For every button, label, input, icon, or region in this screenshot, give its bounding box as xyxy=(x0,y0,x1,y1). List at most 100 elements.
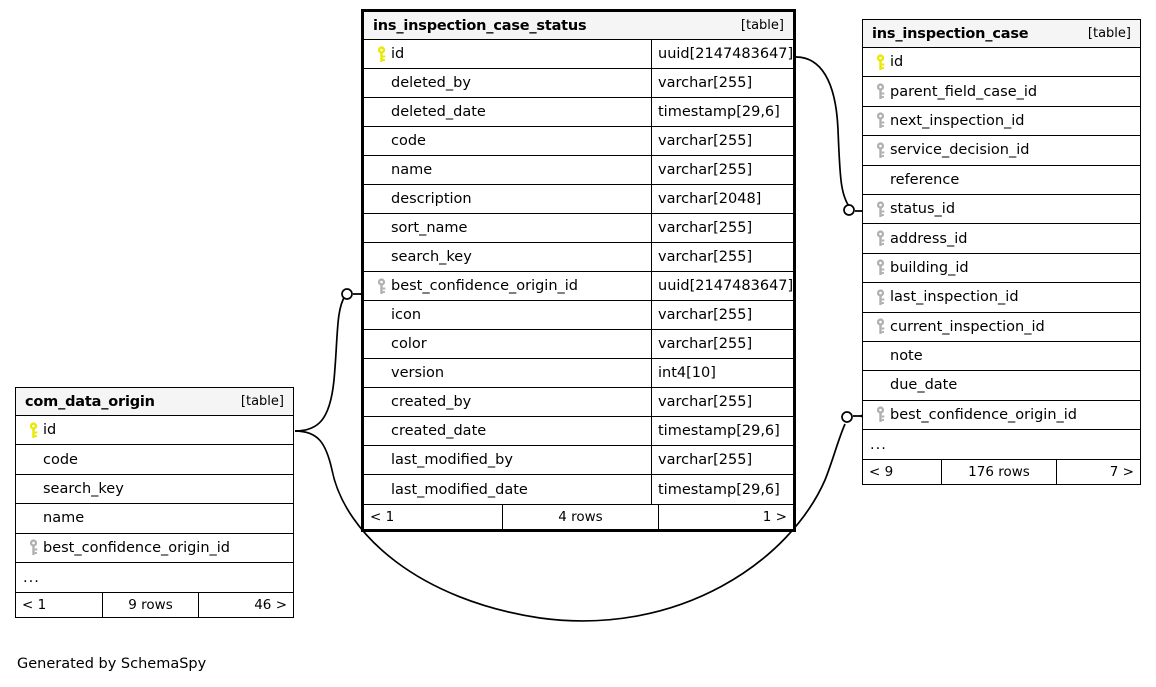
column-name-cell: code xyxy=(16,445,293,473)
table-row[interactable]: note xyxy=(863,342,1140,372)
table-row[interactable]: current_inspection_id xyxy=(863,313,1140,342)
key-slot-empty xyxy=(23,504,43,532)
column-type: varchar[255] xyxy=(658,336,753,352)
column-type: varchar[255] xyxy=(658,220,753,236)
column-name: ... xyxy=(870,436,887,453)
column-name-cell: next_inspection_id xyxy=(863,107,1140,135)
gray-key-icon xyxy=(870,195,890,223)
footer-prev-page-button[interactable]: < 1 xyxy=(364,505,504,529)
relationship-status-origin xyxy=(294,288,371,432)
column-type: varchar[255] xyxy=(658,307,753,323)
column-name: due_date xyxy=(890,377,958,394)
column-name-cell: parent_field_case_id xyxy=(863,77,1140,105)
column-type-cell: varchar[255] xyxy=(651,301,793,329)
table-row[interactable]: last_inspection_id xyxy=(863,283,1140,313)
gray-key-icon xyxy=(870,107,890,135)
column-name: deleted_by xyxy=(391,75,471,91)
gray-key-icon xyxy=(870,77,890,105)
footer-next-page-button[interactable]: 1 > xyxy=(762,509,787,525)
table-row[interactable]: parent_field_case_id xyxy=(863,77,1140,107)
table-row[interactable]: due_date xyxy=(863,371,1140,401)
column-name: best_confidence_origin_id xyxy=(391,278,579,294)
column-type: varchar[255] xyxy=(658,394,753,410)
column-name: status_id xyxy=(890,201,956,218)
key-slot-empty xyxy=(371,330,391,358)
column-type-cell: varchar[255] xyxy=(651,330,793,358)
table-row[interactable]: status_id xyxy=(863,195,1140,225)
table-row[interactable]: last_modified_by varchar[255] xyxy=(364,446,793,475)
table-row[interactable]: sort_name varchar[255] xyxy=(364,214,793,243)
table-row[interactable]: best_confidence_origin_id xyxy=(16,534,293,563)
column-type: varchar[255] xyxy=(658,75,753,91)
key-slot-empty xyxy=(371,475,391,504)
table-title: ins_inspection_case_status xyxy=(373,17,587,34)
column-name-cell: search_key xyxy=(364,243,651,271)
table-row[interactable]: best_confidence_origin_id xyxy=(863,401,1140,431)
footer-prev-page-button[interactable]: < 1 xyxy=(16,593,103,618)
key-slot-empty xyxy=(371,417,391,445)
column-type-cell: varchar[255] xyxy=(651,446,793,474)
table-row[interactable]: name xyxy=(16,504,293,534)
column-name: last_inspection_id xyxy=(890,289,1019,306)
column-name: building_id xyxy=(890,259,969,276)
column-type: uuid[2147483647] xyxy=(658,46,793,62)
column-name-cell: description xyxy=(364,185,651,213)
table-title: com_data_origin xyxy=(25,393,155,410)
table-row-ellipsis[interactable]: ... xyxy=(863,430,1140,459)
column-name-cell: ... xyxy=(863,430,1140,459)
footer-prev-page-button[interactable]: < 9 xyxy=(863,460,942,485)
table-row[interactable]: id xyxy=(863,48,1140,78)
column-name-cell: ... xyxy=(16,563,293,592)
table-row[interactable]: search_key varchar[255] xyxy=(364,243,793,272)
table-row[interactable]: next_inspection_id xyxy=(863,107,1140,137)
footer-row-count: 9 rows xyxy=(103,593,199,618)
footer-row-count: 4 rows xyxy=(503,505,659,529)
column-name: next_inspection_id xyxy=(890,112,1025,129)
column-type-cell: varchar[255] xyxy=(651,69,793,97)
table-row[interactable]: service_decision_id xyxy=(863,136,1140,166)
column-name-cell: code xyxy=(364,127,651,155)
table-header-ins_inspection_case: ins_inspection_case[table] xyxy=(863,20,1140,48)
table-row[interactable]: deleted_by varchar[255] xyxy=(364,69,793,98)
column-name-cell: best_confidence_origin_id xyxy=(16,534,293,562)
table-row[interactable]: address_id xyxy=(863,224,1140,254)
footer-next-page-button[interactable]: 7 > xyxy=(1109,464,1134,481)
column-type: varchar[255] xyxy=(658,249,753,265)
table-row[interactable]: id xyxy=(16,416,293,446)
table-row[interactable]: icon varchar[255] xyxy=(364,301,793,330)
table-row-ellipsis[interactable]: ... xyxy=(16,563,293,592)
table-row[interactable]: code xyxy=(16,445,293,475)
column-name-cell: last_modified_date xyxy=(364,475,651,504)
table-row[interactable]: building_id xyxy=(863,254,1140,284)
key-slot-empty xyxy=(870,166,890,194)
column-name: deleted_date xyxy=(391,104,486,120)
column-name: last_modified_by xyxy=(391,452,513,468)
column-name-cell: sort_name xyxy=(364,214,651,242)
key-slot-empty xyxy=(870,342,890,370)
table-row[interactable]: search_key xyxy=(16,475,293,505)
table-header-ins_inspection_case_status: ins_inspection_case_status[table] xyxy=(364,12,793,40)
footer-next-page-button[interactable]: 46 > xyxy=(254,597,287,614)
column-type-cell: varchar[255] xyxy=(651,388,793,416)
key-slot-empty xyxy=(371,446,391,474)
gray-key-icon xyxy=(870,136,890,164)
table-row[interactable]: reference xyxy=(863,166,1140,195)
gray-key-icon xyxy=(23,534,43,562)
column-name-cell: icon xyxy=(364,301,651,329)
table-type-tag: [table] xyxy=(1087,26,1131,41)
column-name: current_inspection_id xyxy=(890,318,1045,335)
